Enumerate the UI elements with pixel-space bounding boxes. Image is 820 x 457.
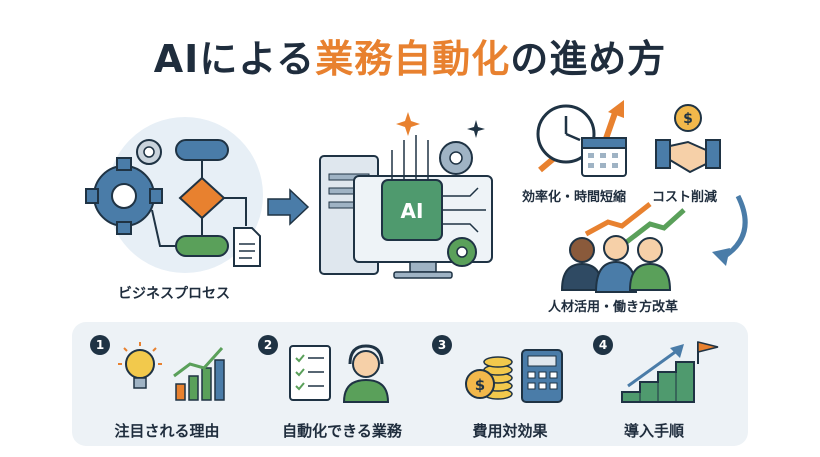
bar-growth-icon [173,346,225,401]
title-highlight: 業務自動化 [315,37,511,81]
step-4-label: 導入手順 [623,422,684,440]
small-gear-icon [136,139,162,165]
step-2-illustration [289,344,390,403]
business-process-label: ビジネスプロセス [118,286,230,302]
clock-icon [536,104,596,164]
step-1-illustration [118,342,225,401]
step-4-number: 4 [593,335,613,355]
gear-icon [439,141,473,175]
flow-start-node [175,139,229,161]
ai-computer-illustration: AI [319,112,493,279]
step-2-number: 2 [258,335,278,355]
flow-end-node [175,235,229,257]
title-prefix: AIによる [153,37,316,81]
cost-reduction-illustration: $ [655,104,721,174]
step-2-label: 自動化できる業務 [282,422,402,440]
growth-arrow [622,208,686,246]
efficiency-illustration [536,100,627,177]
person-icon [628,237,672,291]
flow-connector [224,197,247,226]
up-arrow-icon [627,348,679,388]
business-process-illustration [85,117,263,273]
curved-arrow-icon [720,194,748,261]
growth-arrow [584,202,652,237]
right-arrow-icon [267,188,310,226]
dollar-coin-icon: $ [465,369,495,399]
document-icon [233,227,261,267]
calendar-icon [581,137,627,177]
svg-text:$: $ [683,111,693,127]
cost-reduction-label: コスト削減 [652,190,718,205]
large-gear-icon [85,157,163,235]
sparkle-icon [467,120,485,138]
step-1-label: 注目される理由 [114,422,220,440]
title-suffix: の進め方 [510,37,667,81]
handshake-icon [655,139,721,174]
efficiency-label: 効率化・時間短縮 [522,190,627,205]
operator-headset-icon [342,344,390,403]
main-illustration: AI [85,100,748,293]
step-3-illustration: $ [465,349,563,403]
page-title: AIによる業務自動化の進め方 [0,28,820,83]
checklist-icon [289,345,331,401]
step-4-illustration [621,341,719,403]
svg-text:$: $ [475,376,485,394]
step-3-number: 3 [432,335,452,355]
step-1-number: 1 [90,335,110,355]
calculator-icon [521,349,563,403]
sparkle-icon [396,112,420,136]
person-icon [560,237,604,291]
ai-chip-label: AI [401,199,424,223]
lightbulb-icon [118,342,162,389]
flag-icon [697,341,719,364]
stairs-icon [621,361,695,403]
workforce-illustration [560,202,686,293]
step-3-label: 費用対効果 [472,422,548,440]
gear-icon [447,237,477,267]
flow-connector [151,209,176,247]
coin-icon: $ [674,104,702,132]
workforce-label: 人材活用・働き方改革 [548,300,679,315]
